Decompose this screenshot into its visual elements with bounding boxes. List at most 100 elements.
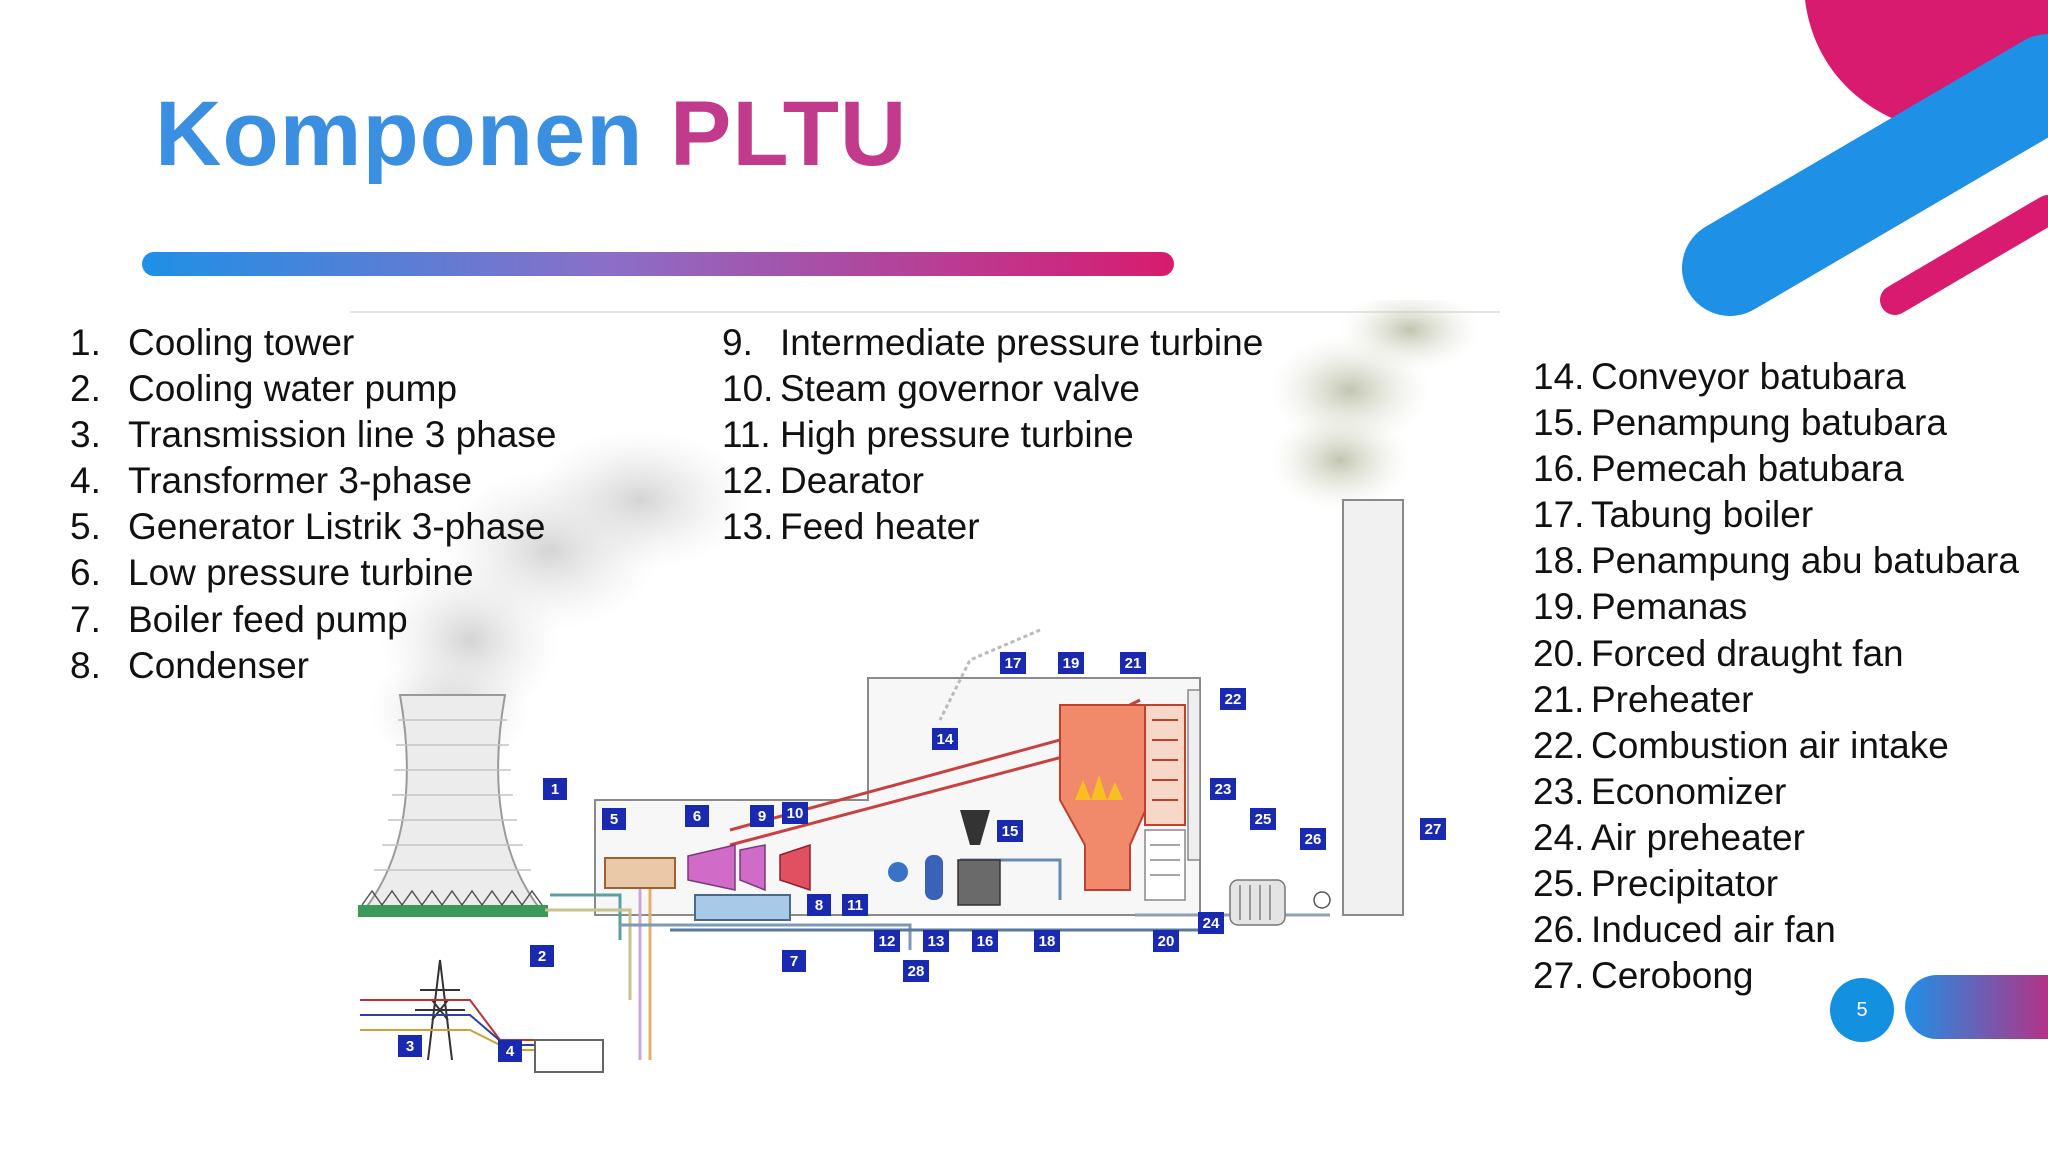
legend-item: 15.Penampung batubara	[1533, 400, 2019, 446]
svg-text:4: 4	[506, 1043, 515, 1060]
svg-text:28: 28	[908, 963, 925, 980]
legend-item: 17.Tabung boiler	[1533, 492, 2019, 538]
svg-text:17: 17	[1005, 655, 1022, 672]
legend-item: 2. Cooling water pump	[70, 366, 556, 412]
legend-item: 20.Forced draught fan	[1533, 631, 2019, 677]
legend-number: 25.	[1533, 863, 1585, 905]
legend-item: 7.Boiler feed pump	[70, 597, 556, 643]
legend-list-middle: 9. Intermediate pressure turbine 10.Steam…	[722, 320, 1263, 550]
chimney-smoke	[1270, 300, 1480, 510]
badge-17: 17	[1000, 652, 1026, 674]
svg-text:2: 2	[538, 948, 546, 965]
badge-4: 4	[498, 1040, 522, 1062]
legend-label: Steam governor valve	[780, 368, 1140, 410]
legend-label: Pemecah batubara	[1591, 448, 1904, 490]
legend-label: Economizer	[1591, 770, 1787, 812]
badge-8: 8	[807, 894, 831, 916]
legend-label: Combustion air intake	[1591, 724, 1949, 766]
precipitator	[1229, 879, 1331, 926]
legend-number: 1.	[70, 322, 101, 363]
cooling-tower	[357, 694, 548, 917]
svg-text:16: 16	[977, 933, 994, 950]
legend-number: 23.	[1533, 770, 1585, 812]
legend-label: Cerobong	[1591, 955, 1754, 997]
legend-number: 12.	[722, 460, 774, 502]
power-plant-diagram: 1 2 3 4 5 6 7 8 9 10 11 12 13 14 15 16 1…	[350, 300, 1500, 1073]
diagram-badges: 1 2 3 4 5 6 7 8 9 10 11 12 13 14 15 16 1…	[398, 652, 1446, 1062]
legend-number: 13.	[722, 506, 774, 548]
badge-10: 10	[782, 802, 808, 824]
legend-label: Cooling water pump	[128, 368, 458, 410]
badge-12: 12	[874, 930, 900, 952]
svg-text:9: 9	[758, 808, 766, 825]
svg-text:8: 8	[815, 897, 823, 914]
legend-label: Dearator	[780, 460, 924, 502]
badge-26: 26	[1300, 828, 1326, 850]
boiler	[1059, 689, 1201, 901]
legend-number: 10.	[722, 368, 774, 410]
legend-number: 19.	[1533, 586, 1585, 628]
legend-number: 21.	[1533, 678, 1585, 720]
badge-2: 2	[530, 945, 554, 967]
legend-item: 26.Induced air fan	[1533, 907, 2019, 953]
badge-5: 5	[602, 808, 626, 830]
legend-label: Conveyor batubara	[1591, 356, 1906, 397]
legend-number: 26.	[1533, 909, 1585, 951]
svg-text:20: 20	[1158, 933, 1175, 950]
legend-label: Tabung boiler	[1591, 494, 1814, 536]
legend-label: Transmission line 3 phase	[128, 414, 557, 456]
legend-label: Condenser	[128, 644, 310, 686]
svg-text:24: 24	[1203, 915, 1220, 932]
title-word-2: PLTU	[669, 83, 908, 185]
legend-number: 20.	[1533, 632, 1585, 674]
legend-item: 16.Pemecah batubara	[1533, 446, 2019, 492]
svg-text:21: 21	[1125, 655, 1142, 672]
legend-item: 23.Economizer	[1533, 769, 2019, 815]
svg-text:5: 5	[610, 811, 618, 828]
svg-text:25: 25	[1255, 811, 1272, 828]
badge-1: 1	[543, 778, 567, 800]
legend-label: Low pressure turbine	[128, 552, 474, 594]
badge-6: 6	[685, 805, 709, 827]
badge-13: 13	[923, 930, 949, 952]
badge-3: 3	[398, 1035, 422, 1057]
svg-text:3: 3	[406, 1038, 414, 1055]
legend-label: Intermediate pressure turbine	[780, 322, 1264, 363]
legend-item: 14.Conveyor batubara	[1533, 354, 2019, 400]
svg-text:13: 13	[928, 933, 945, 950]
legend-number: 5.	[70, 506, 101, 548]
badge-24: 24	[1198, 912, 1224, 934]
legend-label: Precipitator	[1591, 863, 1779, 905]
legend-number: 2.	[70, 368, 101, 410]
svg-text:18: 18	[1039, 933, 1056, 950]
legend-label: Pemanas	[1591, 586, 1748, 628]
badge-23: 23	[1210, 778, 1236, 800]
title-word-1: Komponen	[155, 83, 644, 185]
legend-item: 13.Feed heater	[722, 504, 1263, 550]
turbine-hall	[604, 843, 943, 921]
badge-15: 15	[997, 820, 1023, 842]
legend-number: 18.	[1533, 540, 1585, 582]
legend-label: High pressure turbine	[780, 414, 1134, 456]
legend-label: Penampung abu batubara	[1591, 540, 2019, 582]
legend-list-right: 14.Conveyor batubara 15.Penampung batuba…	[1533, 354, 2019, 999]
legend-number: 7.	[70, 598, 101, 640]
legend-number: 11.	[722, 414, 771, 456]
title-underline-bar	[142, 252, 1174, 276]
magenta-diagonal-bar	[1880, 195, 2048, 315]
badge-19: 19	[1058, 652, 1084, 674]
blue-diagonal-bar	[1682, 34, 2048, 316]
bottom-right-gradient-bar	[1905, 975, 2048, 1039]
svg-text:27: 27	[1425, 821, 1442, 838]
badge-20: 20	[1153, 930, 1179, 952]
legend-label: Cooling tower	[128, 322, 355, 363]
legend-label: Induced air fan	[1591, 909, 1836, 951]
legend-number: 9.	[722, 322, 753, 363]
badge-16: 16	[972, 930, 998, 952]
svg-text:11: 11	[847, 897, 863, 914]
badge-27: 27	[1420, 818, 1446, 840]
legend-number: 4.	[70, 460, 101, 502]
legend-item: 9. Intermediate pressure turbine	[722, 320, 1263, 366]
legend-label: Air preheater	[1591, 816, 1805, 858]
